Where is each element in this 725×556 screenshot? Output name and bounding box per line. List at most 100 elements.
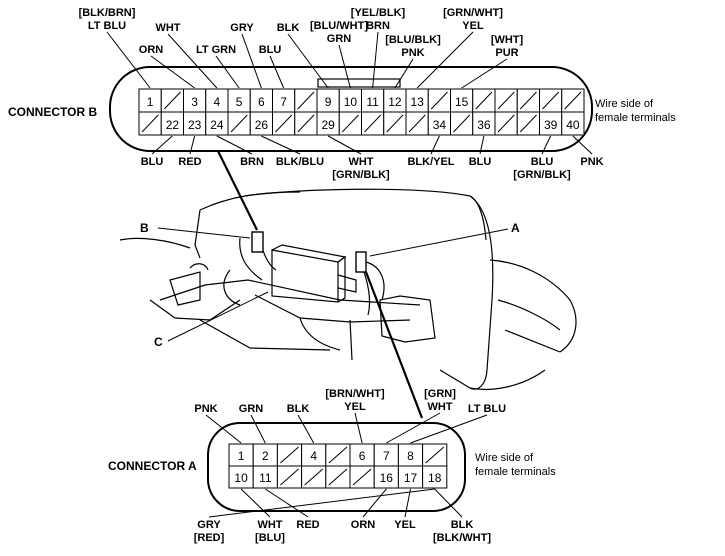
connector-b-leader-22 <box>151 135 173 155</box>
connector-b-pin-5: 5 <box>236 95 243 109</box>
connector-a-label-text: LT BLU <box>468 403 506 415</box>
connector-b-pin-22: 22 <box>166 118 180 132</box>
connector-b-label-text: LT BLU <box>88 20 126 32</box>
connector-b-label-pin-12: [BLU/BLK]PNK <box>385 34 441 89</box>
connector-b-label-text: RED <box>178 156 201 168</box>
connector-a-label-pin-4: BLK <box>287 403 315 444</box>
connector-b-label-text: YEL <box>462 20 484 32</box>
connector-b-empty-cavity <box>364 114 382 133</box>
connector-b-empty-cavity <box>341 114 359 133</box>
connector-b-leader-23 <box>189 135 196 155</box>
connector-a-empty-cavity <box>280 468 299 486</box>
connector-b-leader-26 <box>261 135 301 155</box>
connector-b-location <box>251 231 264 253</box>
callout-a: A <box>511 221 520 235</box>
connector-b-label-pin-4: WHT <box>155 22 218 89</box>
connector-a-label-text: [RED] <box>194 532 225 544</box>
vehicle-illustration <box>119 188 577 390</box>
connector-a-pin-18: 18 <box>428 471 442 485</box>
connector-b-leader-12 <box>394 58 414 89</box>
connector-b-label-pin-13: [GRN/WHT]YEL <box>416 7 503 89</box>
connector-b-pin-1: 1 <box>147 95 154 109</box>
connector-a-empty-cavity <box>280 446 299 464</box>
connector-b-leader-29 <box>327 135 362 155</box>
connector-b-label-text: [GRN/BLK] <box>513 169 571 181</box>
connector-b-label-text: [GRN/WHT] <box>443 7 503 19</box>
connector-b-label-text: BRN <box>240 156 264 168</box>
connector-b-empty-cavity <box>519 91 537 110</box>
connector-b-empty-cavity <box>497 91 515 110</box>
connector-b-pin-7: 7 <box>280 95 287 109</box>
connector-a-note-line2: female terminals <box>475 466 556 478</box>
connector-b-label-text: [WHT] <box>491 34 524 46</box>
connector-a: CONNECTOR A Wire side of female terminal… <box>108 388 556 544</box>
connector-b-empty-cavity <box>453 114 471 133</box>
connector-b-leader-6 <box>241 33 262 89</box>
connector-b-label-pin-1: [BLK/BRN]LT BLU <box>79 7 151 89</box>
connector-b-leader-10 <box>338 44 351 89</box>
connector-b-empty-cavity <box>163 91 181 110</box>
connector-b-label-text: [BLU/WHT] <box>310 20 368 32</box>
connector-b-note-line2: female terminals <box>595 112 676 124</box>
connector-b-empty-cavity <box>230 114 248 133</box>
connector-b-label-text: BLU <box>531 156 554 168</box>
leader-callout-a <box>369 228 509 257</box>
connector-b-label-pin-26: BLK/BLU <box>261 135 324 168</box>
connector-b-empty-cavity <box>430 91 448 110</box>
connector-b-label-text: BLK <box>277 22 300 34</box>
connector-a-pin-2: 2 <box>262 449 269 463</box>
connector-b-leader-15 <box>461 58 508 89</box>
connector-a-label-text: [BRN/WHT] <box>325 388 385 400</box>
connector-b-leader-11 <box>372 31 379 89</box>
connector-b-leader-24 <box>216 135 253 155</box>
connector-a-empty-cavity <box>328 446 348 464</box>
connector-a-label-pin-18: BLK[BLK/WHT] <box>433 488 491 544</box>
connector-b-label-text: [BLK/BRN] <box>79 7 136 19</box>
connector-a-leader-2 <box>250 414 266 444</box>
connector-a-label-text: WHT <box>257 519 282 531</box>
connector-b-pin-4: 4 <box>214 95 221 109</box>
connector-a-label-text: WHT <box>427 401 452 413</box>
connector-a-pin-6: 6 <box>359 449 366 463</box>
connector-a-leader-9 <box>208 488 435 518</box>
connector-b-empty-cavity <box>475 91 493 110</box>
connector-b-label-pin-22: BLU <box>141 135 173 168</box>
connector-b-note-line1: Wire side of <box>595 98 654 110</box>
connector-a-label-pin-11: RED <box>265 488 320 531</box>
connector-b-label-pin-36: BLU <box>469 135 491 168</box>
connector-a-label-text: YEL <box>394 519 416 531</box>
connector-b-pin-9: 9 <box>325 95 332 109</box>
connector-b-label-text: BLK/BLU <box>276 156 324 168</box>
connector-b-empty-cavity <box>386 114 404 133</box>
connector-b-leader-39 <box>541 135 552 155</box>
callout-b: B <box>140 221 149 235</box>
connector-b-leader-13 <box>416 31 474 89</box>
connector-b-label-text: BLU <box>141 156 164 168</box>
connector-a-pin-1: 1 <box>238 449 245 463</box>
connector-b-label-text: BLU <box>259 44 282 56</box>
connector-b-label-text: BRN <box>366 20 390 32</box>
connector-a-pin-11: 11 <box>259 471 272 485</box>
connector-b-pin-3: 3 <box>191 95 198 109</box>
connector-b-label-text: LT GRN <box>196 44 236 56</box>
connector-b-pin-26: 26 <box>255 118 269 132</box>
connector-b-label-text: [GRN/BLK] <box>332 169 390 181</box>
connector-b-label-pin-9: BLK <box>277 22 329 89</box>
connector-b-pin-24: 24 <box>210 118 224 132</box>
connector-b-label-text: WHT <box>348 156 373 168</box>
connector-a-pin-7: 7 <box>383 449 390 463</box>
connector-b-leader-36 <box>479 135 485 155</box>
connector-a-label-text: [BLK/WHT] <box>433 532 491 544</box>
connector-b-label-text: [BLU/BLK] <box>385 34 441 46</box>
connector-b-leader-3 <box>150 55 195 89</box>
connector-b-label-pin-24: BRN <box>216 135 264 168</box>
connector-b-pin-36: 36 <box>477 118 491 132</box>
connector-a-label-text: PNK <box>194 403 217 415</box>
connector-a-leader-4 <box>297 414 315 444</box>
connector-b-label-pin-3: ORN <box>139 44 195 89</box>
connector-b-leader-5 <box>215 55 240 89</box>
connector-a-label-pin-10: WHT[BLU] <box>240 488 285 544</box>
